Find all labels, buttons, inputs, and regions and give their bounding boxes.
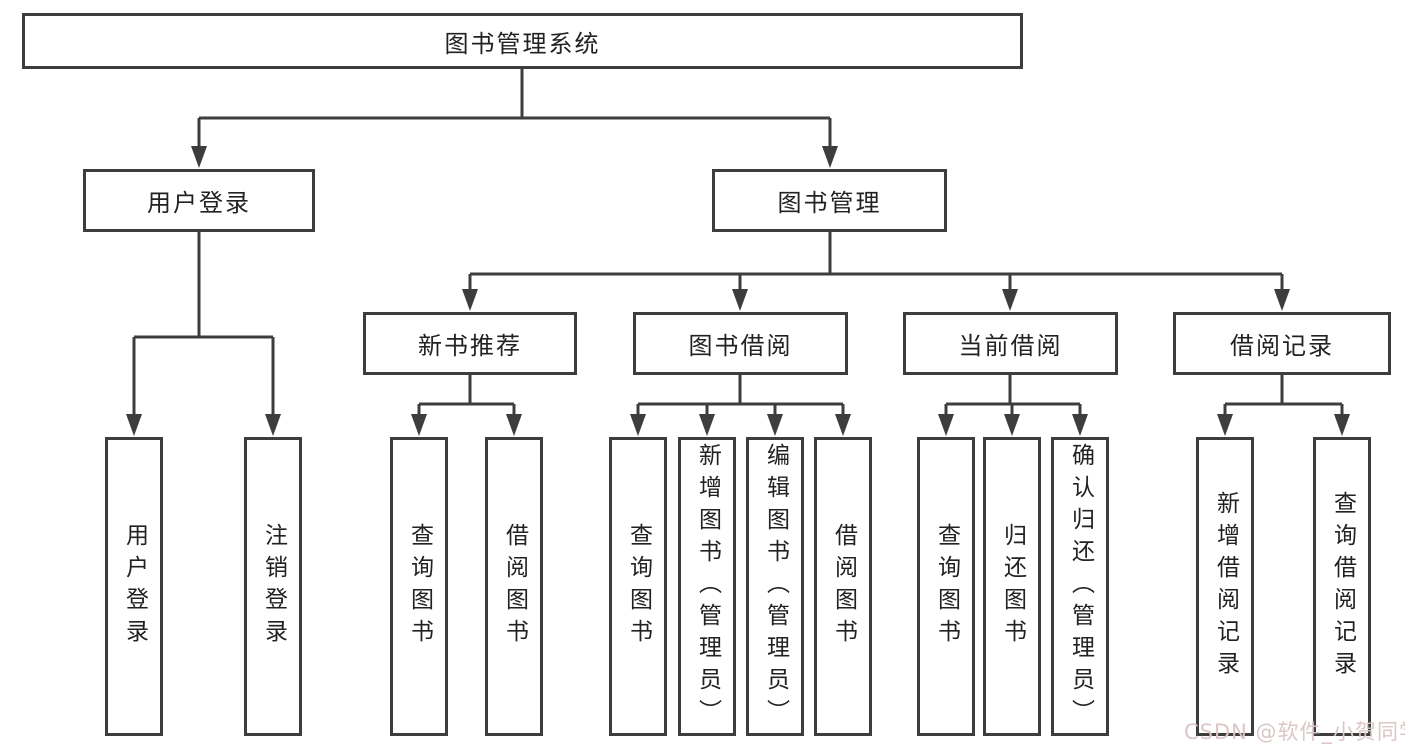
arrow-down-icon	[630, 414, 646, 436]
arrow-down-icon	[732, 289, 748, 311]
connector-borrow-records-children	[1223, 375, 1344, 418]
arrow-down-icon	[1217, 414, 1233, 436]
node-book-management-label: 图书管理	[777, 189, 882, 217]
arrow-down-icon	[265, 414, 281, 436]
leaf-borrow-books-recommend: 借阅图书	[485, 437, 543, 736]
connector-new-book-children	[417, 375, 516, 418]
leaf-edit-book-admin-label: 编辑图书（管理员）	[762, 442, 789, 731]
leaf-borrow-books: 借阅图书	[814, 437, 872, 736]
node-book-borrow: 图书借阅	[633, 312, 848, 375]
connector-user-login-children	[132, 232, 275, 418]
arrow-down-icon	[506, 414, 522, 436]
arrow-down-icon	[1334, 414, 1350, 436]
leaf-user-login-label: 用户登录	[121, 522, 148, 651]
leaf-query-books-recommend: 查询图书	[390, 437, 448, 736]
leaf-logout: 注销登录	[244, 437, 302, 736]
leaf-query-borrow-record: 查询借阅记录	[1313, 437, 1371, 736]
node-book-management: 图书管理	[712, 169, 947, 232]
arrow-down-icon	[1002, 289, 1018, 311]
leaf-borrow-books-recommend-label: 借阅图书	[501, 522, 528, 651]
node-root-system-label: 图书管理系统	[444, 29, 601, 58]
leaf-query-borrow-record-label: 查询借阅记录	[1329, 490, 1356, 683]
arrow-down-icon	[699, 414, 715, 436]
leaf-edit-book-admin: 编辑图书（管理员）	[746, 437, 804, 736]
leaf-add-borrow-record-label: 新增借阅记录	[1212, 490, 1239, 683]
node-user-login: 用户登录	[83, 169, 315, 232]
leaf-logout-label: 注销登录	[260, 522, 287, 651]
leaf-borrow-books-label: 借阅图书	[830, 522, 857, 651]
leaf-confirm-return-admin-label: 确认归还（管理员）	[1067, 442, 1094, 731]
arrow-down-icon	[1274, 289, 1290, 311]
leaf-add-borrow-record: 新增借阅记录	[1196, 437, 1254, 736]
leaf-return-book: 归还图书	[983, 437, 1041, 736]
leaf-query-books-current: 查询图书	[917, 437, 975, 736]
node-user-login-label: 用户登录	[147, 189, 251, 217]
arrow-down-icon	[1004, 414, 1020, 436]
leaf-add-book-admin-label: 新增图书（管理员）	[694, 442, 721, 731]
node-new-book-recommend: 新书推荐	[363, 312, 577, 375]
arrow-down-icon	[822, 146, 838, 168]
connector-book-borrow-children	[636, 375, 845, 418]
leaf-query-books-borrow: 查询图书	[609, 437, 667, 736]
node-borrow-records: 借阅记录	[1173, 312, 1391, 375]
arrow-down-icon	[835, 414, 851, 436]
node-new-book-recommend-label: 新书推荐	[418, 332, 522, 360]
arrowheads	[126, 146, 1350, 436]
leaf-query-books-recommend-label: 查询图书	[406, 522, 433, 651]
arrow-down-icon	[938, 414, 954, 436]
arrow-down-icon	[462, 289, 478, 311]
leaf-return-book-label: 归还图书	[999, 522, 1026, 651]
node-borrow-records-label: 借阅记录	[1230, 332, 1334, 360]
arrow-down-icon	[767, 414, 783, 436]
csdn-watermark: CSDN @软件_小贺同学	[1184, 720, 1405, 744]
node-current-borrow: 当前借阅	[903, 312, 1118, 375]
leaf-confirm-return-admin: 确认归还（管理员）	[1051, 437, 1109, 736]
connector-root-to-level2	[197, 69, 832, 150]
arrow-down-icon	[411, 414, 427, 436]
arrow-down-icon	[1072, 414, 1088, 436]
node-book-borrow-label: 图书借阅	[688, 332, 793, 360]
arrow-down-icon	[191, 146, 207, 168]
leaf-query-books-borrow-label: 查询图书	[625, 522, 652, 651]
connector-current-borrow-children	[944, 375, 1082, 418]
node-current-borrow-label: 当前借阅	[958, 332, 1063, 360]
leaf-user-login: 用户登录	[105, 437, 163, 736]
arrow-down-icon	[126, 414, 142, 436]
node-root-system: 图书管理系统	[22, 13, 1023, 69]
leaf-add-book-admin: 新增图书（管理员）	[678, 437, 736, 736]
leaf-query-books-current-label: 查询图书	[933, 522, 960, 651]
connector-book-mgmt-children	[468, 232, 1284, 293]
